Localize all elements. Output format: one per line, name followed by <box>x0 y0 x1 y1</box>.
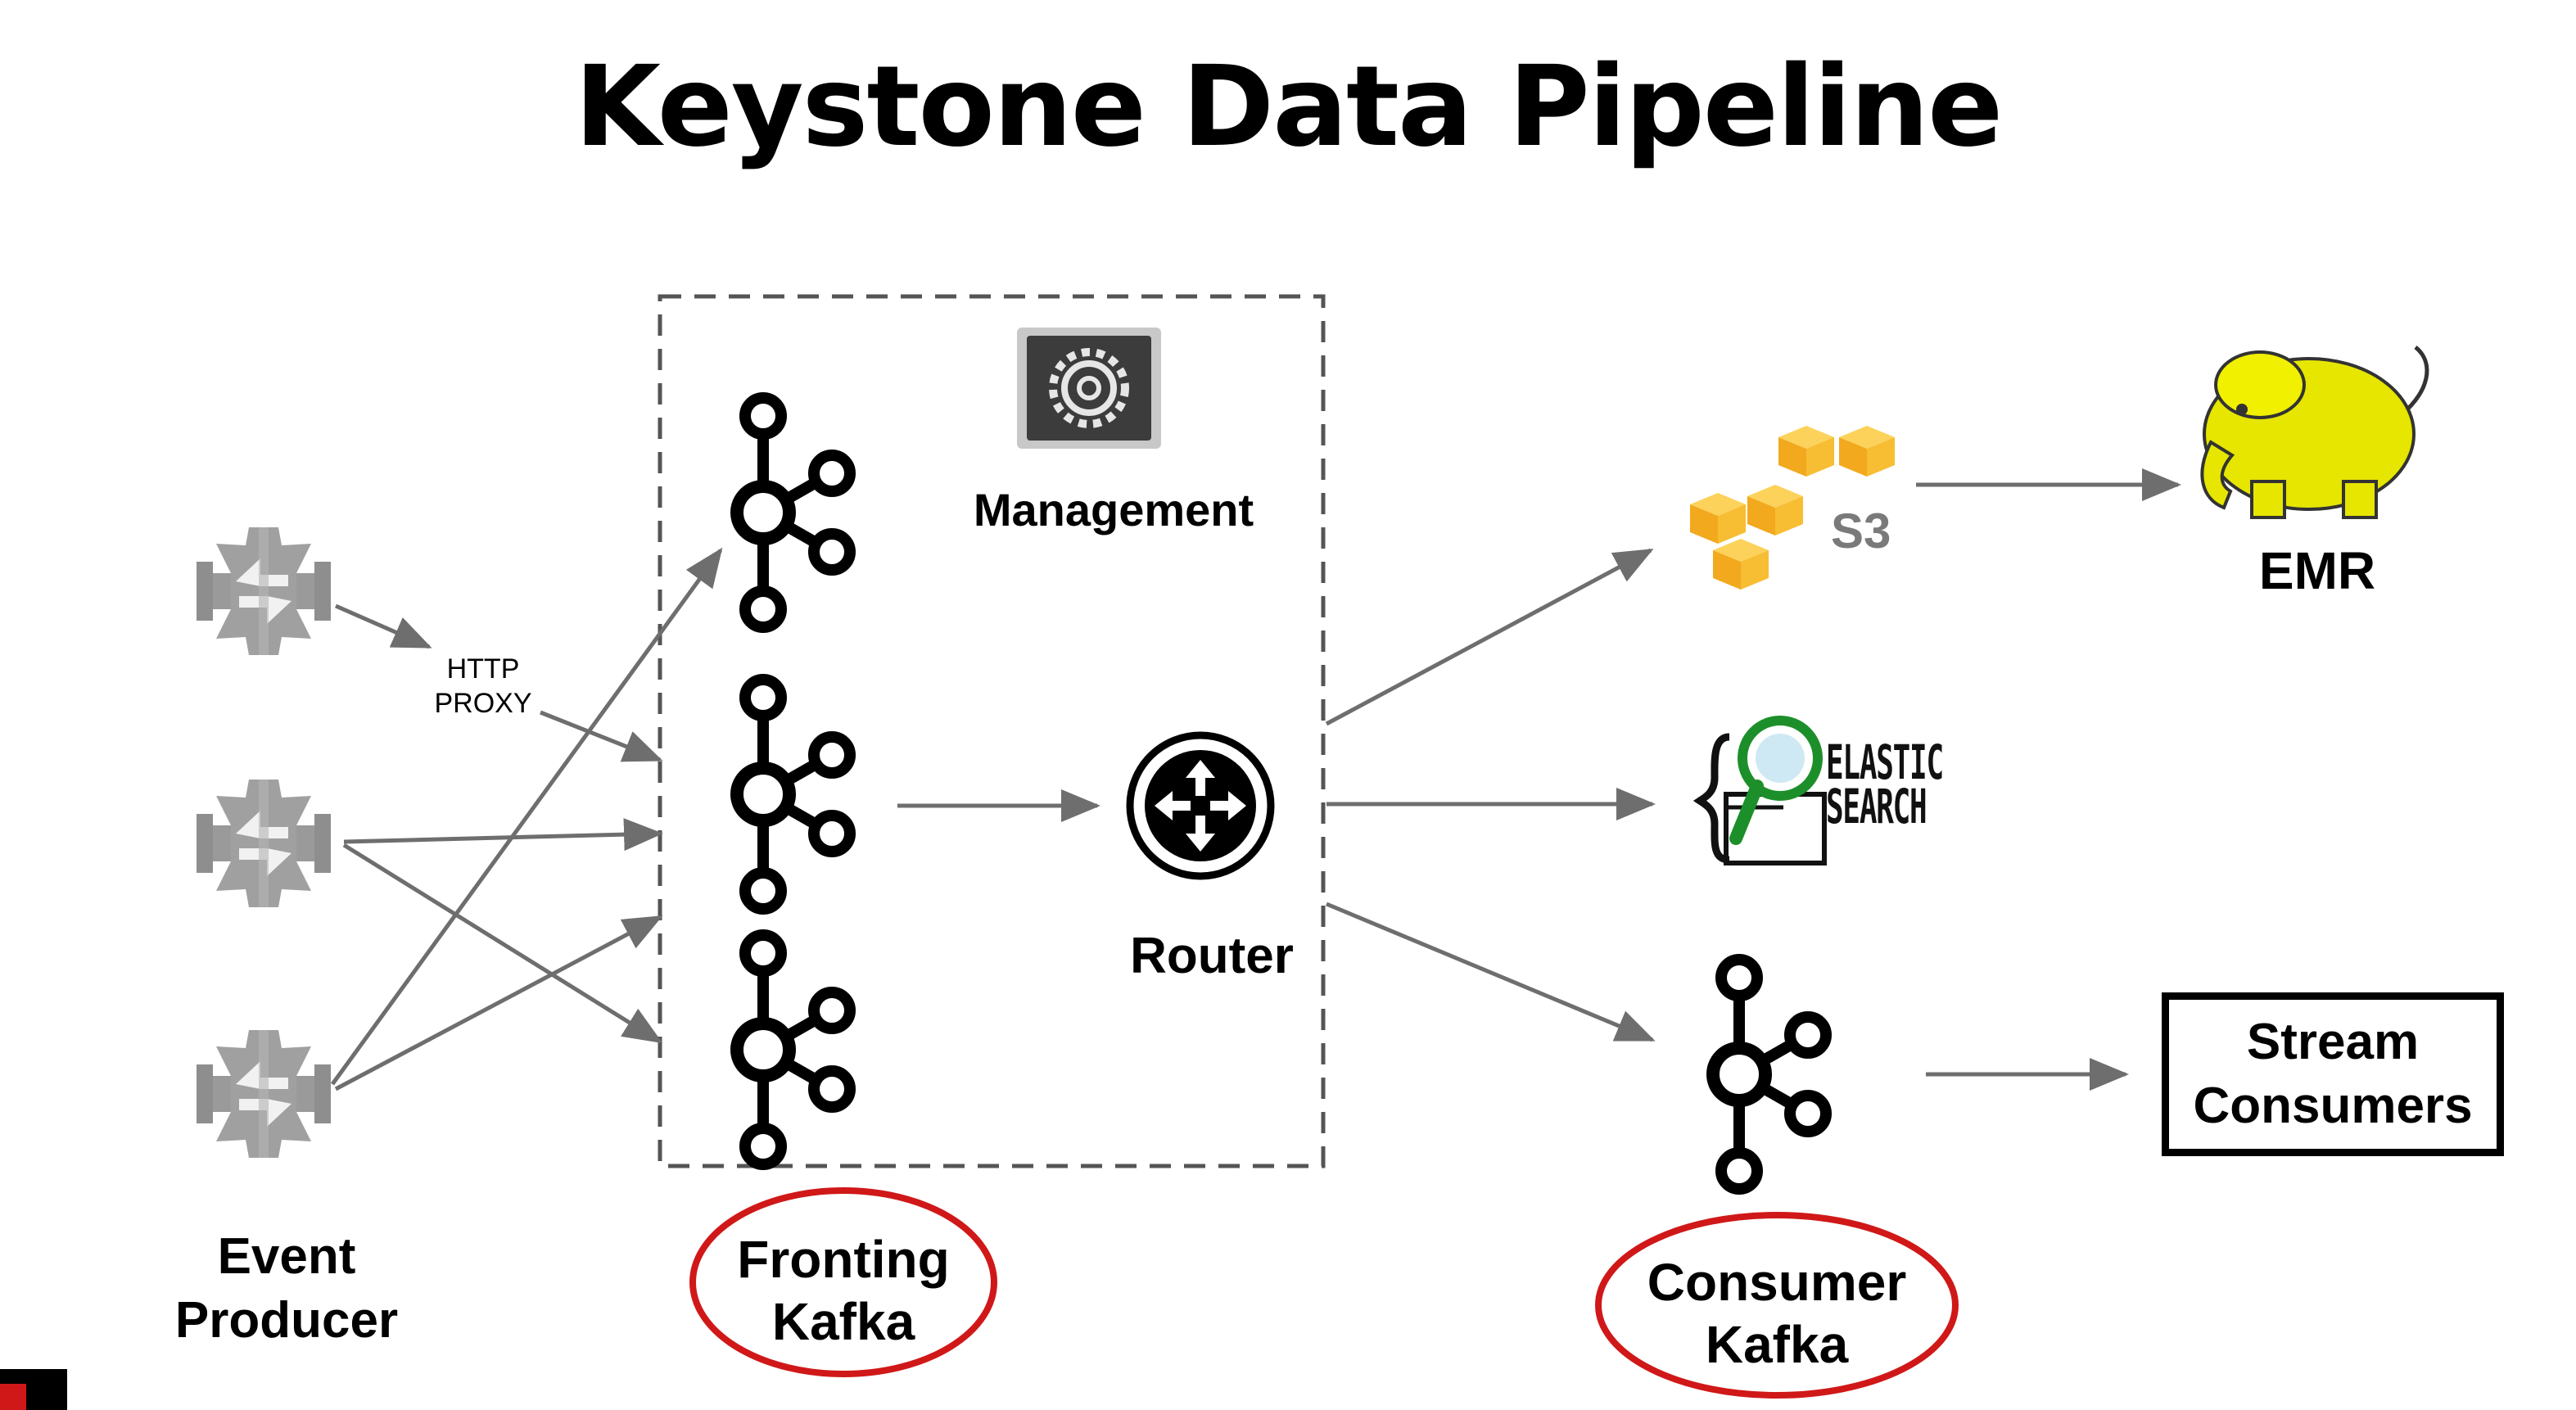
consumer-kafka-label: Consumer Kafka <box>1613 1251 1941 1376</box>
fronting-kafka-line-2: Kafka <box>771 1292 915 1351</box>
corner-logo-accent <box>0 1384 26 1410</box>
fronting-kafka-line-1: Fronting <box>737 1230 950 1289</box>
event-producer-icon <box>197 527 331 655</box>
arrow-router-s3 <box>1325 548 1654 726</box>
fronting-kafka-label: Fronting Kafka <box>704 1228 983 1353</box>
arrow-producer2-kafka3 <box>342 843 663 1044</box>
router-icon <box>1126 731 1275 880</box>
arrow-producer2-kafka2 <box>343 818 663 852</box>
http-proxy-line-2: PROXY <box>434 688 532 719</box>
event-producer-line-1: Event <box>217 1228 356 1285</box>
consumer-kafka-line-1: Consumer <box>1647 1253 1907 1312</box>
hadoop-elephant-icon <box>2200 346 2429 519</box>
page-title: Keystone Data Pipeline <box>574 43 2004 172</box>
consumer-kafka-highlight <box>1595 1212 1959 1399</box>
http-proxy-line-1: HTTP <box>446 653 520 685</box>
elasticsearch-wordmark: ELASTIC SEARCH <box>1826 734 1944 834</box>
stream-consumers-box: Stream Consumers <box>2162 992 2504 1156</box>
stream-consumers-label: Stream Consumers <box>2193 1010 2472 1138</box>
s3-label: S3 <box>1831 504 1891 558</box>
fronting-kafka-highlight <box>689 1187 997 1377</box>
kafka-icon <box>1713 960 1826 1189</box>
arrow-producer3-kafka2 <box>334 915 663 1091</box>
gear-icon <box>1017 328 1161 449</box>
arrow-producer3-kafka1 <box>330 547 723 1086</box>
elasticsearch-logo: ELASTIC SEARCH <box>1703 707 1973 871</box>
elastic-word: ELASTIC <box>1826 734 1944 790</box>
event-producer-icon <box>197 1030 331 1158</box>
consumer-kafka-line-2: Kafka <box>1705 1315 1849 1374</box>
arrow-proxy-kafka2 <box>540 710 663 762</box>
fronting-cluster-box <box>658 294 1326 1168</box>
event-producer-icon <box>197 780 331 907</box>
arrow-producer1-proxy <box>334 603 432 649</box>
management-label: Management <box>973 484 1254 536</box>
stream-consumers-line-2: Consumers <box>2193 1078 2473 1134</box>
stream-consumers-line-1: Stream <box>2246 1014 2420 1070</box>
kafka-icon <box>737 935 850 1164</box>
search-word: SEARCH <box>1826 779 1927 834</box>
event-producer-line-2: Producer <box>174 1292 399 1349</box>
arrow-router-consumer-kafka <box>1326 902 1656 1042</box>
kafka-icon <box>737 398 850 627</box>
elasticsearch-icon <box>1692 716 1827 865</box>
router-label: Router <box>1130 928 1294 984</box>
event-producer-label: Event Producer <box>139 1225 434 1353</box>
emr-label: EMR <box>2258 541 2376 600</box>
http-proxy-label: HTTP PROXY <box>418 652 549 721</box>
kafka-icon <box>737 680 850 909</box>
